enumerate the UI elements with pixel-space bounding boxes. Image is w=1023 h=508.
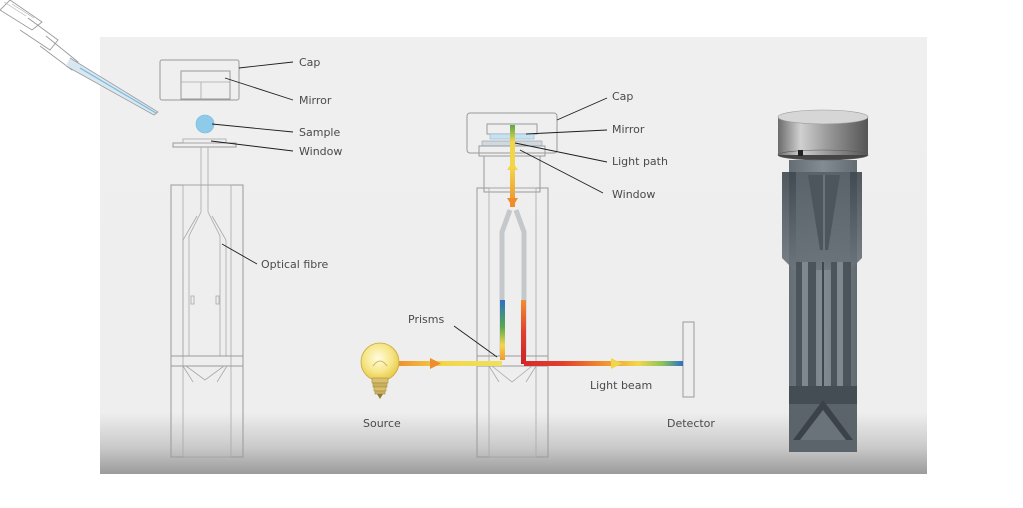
label-detector: Detector — [667, 417, 715, 430]
middle-labels: Cap Mirror Light path Window Prisms Sour… — [363, 90, 715, 430]
label-mirror-middle: Mirror — [612, 123, 645, 136]
label-mirror-left: Mirror — [299, 94, 332, 107]
left-leader-lines — [210, 61, 294, 265]
label-optical-fibre: Optical fibre — [261, 258, 329, 271]
middle-leader-lines — [453, 97, 608, 358]
pipette-icon — [0, 0, 159, 116]
detector-plate — [682, 321, 695, 398]
left-cap — [159, 59, 240, 101]
arrow-source-beam — [430, 358, 441, 369]
label-window-middle: Window — [612, 188, 655, 201]
rendered-cuvette — [777, 109, 869, 452]
label-prisms: Prisms — [408, 313, 444, 326]
left-mirror — [180, 70, 231, 100]
light-path — [396, 125, 683, 369]
arrow-down — [507, 198, 518, 207]
left-labels: Cap Mirror Sample Window Optical fibre — [261, 56, 342, 271]
label-light-path: Light path — [612, 155, 668, 168]
left-cuvette-outline — [159, 59, 244, 458]
label-light-beam: Light beam — [590, 379, 652, 392]
arrow-up — [507, 162, 518, 170]
label-cap-left: Cap — [299, 56, 320, 69]
label-window-left: Window — [299, 145, 342, 158]
label-sample: Sample — [299, 126, 340, 139]
label-cap-middle: Cap — [612, 90, 633, 103]
sample-drop — [195, 114, 215, 134]
light-bulb-icon — [360, 342, 400, 399]
label-source: Source — [363, 417, 401, 430]
arrow-light-beam — [611, 358, 622, 369]
left-window — [172, 142, 237, 148]
